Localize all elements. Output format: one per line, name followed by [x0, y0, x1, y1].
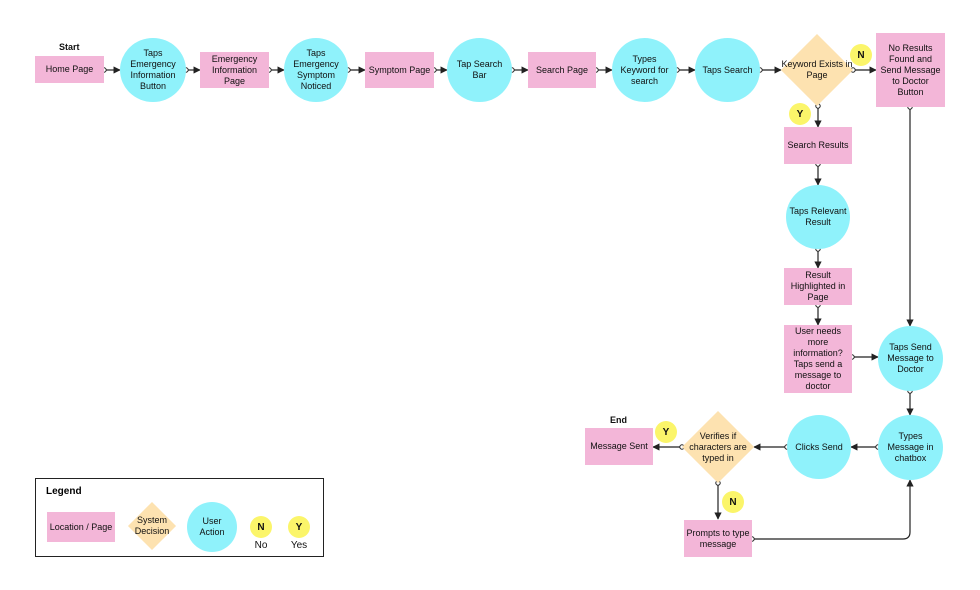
connector-prompts-to-types-message — [752, 479, 914, 540]
legend-system-decision: System Decision — [127, 501, 177, 551]
decision-label: Keyword Exists in Page — [781, 59, 853, 80]
node-symptom-page: Symptom Page — [365, 52, 434, 88]
node-taps-emergency-symptom: Taps Emergency Symptom Noticed — [284, 38, 348, 102]
badge-keyword-no: N — [850, 44, 872, 66]
legend-yes-badge: Y — [288, 516, 310, 538]
badge-verify-yes: Y — [655, 421, 677, 443]
node-prompts-to-type: Prompts to type message — [684, 520, 752, 557]
end-label: End — [610, 415, 627, 425]
start-label: Start — [59, 42, 80, 52]
node-message-sent: Message Sent — [585, 428, 653, 465]
legend-no-caption: No — [254, 540, 268, 551]
node-clicks-send: Clicks Send — [787, 415, 851, 479]
node-keyword-exists: Keyword Exists in Page — [780, 33, 854, 107]
node-types-message: Types Message in chatbox — [878, 415, 943, 480]
node-result-highlighted: Result Highlighted in Page — [784, 268, 852, 305]
legend-location-page: Location / Page — [47, 512, 115, 542]
node-types-keyword: Types Keyword for search — [612, 38, 677, 102]
node-search-page: Search Page — [528, 52, 596, 88]
legend-yes-caption: Yes — [290, 540, 308, 551]
node-home-page: Home Page — [35, 56, 104, 83]
node-no-results: No Results Found and Send Message to Doc… — [876, 33, 945, 107]
node-taps-relevant-result: Taps Relevant Result — [786, 185, 850, 249]
node-search-results: Search Results — [784, 127, 852, 164]
decision-label: Verifies if characters are typed in — [689, 430, 747, 463]
legend-system-decision-label: System Decision — [134, 515, 170, 536]
legend-box: Legend Location / Page System Decision U… — [35, 478, 324, 557]
legend-user-action: User Action — [187, 502, 237, 552]
node-taps-emergency-info-button: Taps Emergency Information Button — [120, 38, 186, 102]
badge-verify-no: N — [722, 491, 744, 513]
legend-no-badge: N — [250, 516, 272, 538]
node-tap-search-bar: Tap Search Bar — [447, 38, 512, 102]
node-verifies-characters: Verifies if characters are typed in — [681, 410, 755, 484]
badge-keyword-yes: Y — [789, 103, 811, 125]
legend-title: Legend — [46, 486, 82, 497]
node-user-needs-more-info: User needs more information? Taps send a… — [784, 325, 852, 393]
node-emergency-info-page: Emergency Information Page — [200, 52, 269, 88]
node-taps-search: Taps Search — [695, 38, 760, 102]
node-taps-send-message: Taps Send Message to Doctor — [878, 326, 943, 391]
